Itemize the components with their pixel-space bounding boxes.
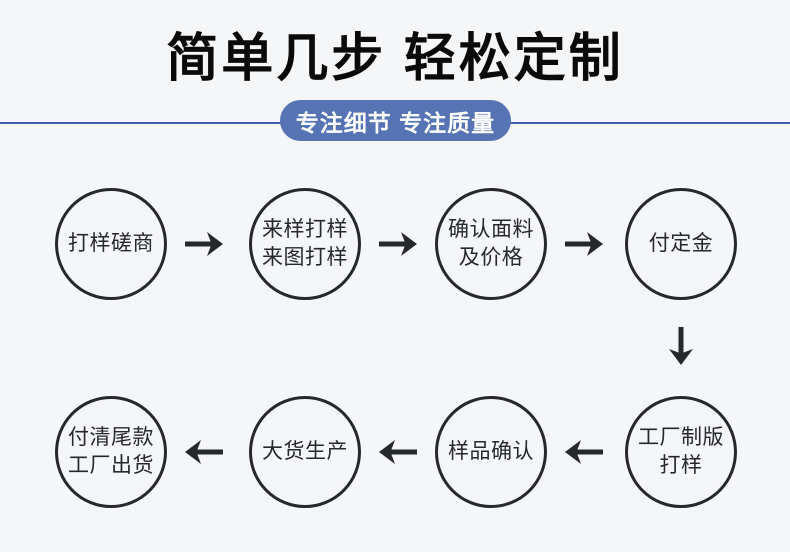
arrow-right-icon	[379, 232, 417, 256]
step-label: 打样磋商	[68, 232, 154, 255]
arrow-left-icon	[565, 440, 603, 464]
step-label: 打样	[659, 454, 703, 477]
step-label: 工厂制版	[638, 426, 724, 449]
step-label: 付清尾款	[68, 426, 154, 449]
arrow-down-icon	[669, 327, 693, 365]
step-circle-pay-balance-ship: 付清尾款 工厂出货	[55, 396, 167, 508]
quality-banner: 专注细节 专注质量	[280, 100, 511, 141]
step-label: 来样打样	[262, 218, 348, 241]
step-circle-bulk-production: 大货生产	[249, 396, 361, 508]
step-circle-confirm-fabric-price: 确认面料 及价格	[435, 188, 547, 300]
arrow-right-icon	[565, 232, 603, 256]
arrow-right-icon	[185, 232, 223, 256]
step-circle-sample-negotiation: 打样磋商	[55, 188, 167, 300]
page-title: 简单几步 轻松定制	[166, 30, 624, 88]
step-circle-factory-plate-sampling: 工厂制版 打样	[625, 396, 737, 508]
step-circle-sample-from-sample-or-drawing: 来样打样 来图打样	[249, 188, 361, 300]
step-label: 样品确认	[448, 440, 534, 463]
step-label: 及价格	[458, 246, 524, 269]
step-circle-pay-deposit: 付定金	[625, 188, 737, 300]
step-circle-sample-confirmation: 样品确认	[435, 396, 547, 508]
step-label: 来图打样	[262, 246, 348, 269]
step-label: 付定金	[648, 232, 714, 255]
step-label: 工厂出货	[68, 454, 154, 477]
step-label: 大货生产	[262, 440, 348, 463]
arrow-left-icon	[185, 440, 223, 464]
arrow-left-icon	[379, 440, 417, 464]
step-label: 确认面料	[448, 218, 534, 241]
